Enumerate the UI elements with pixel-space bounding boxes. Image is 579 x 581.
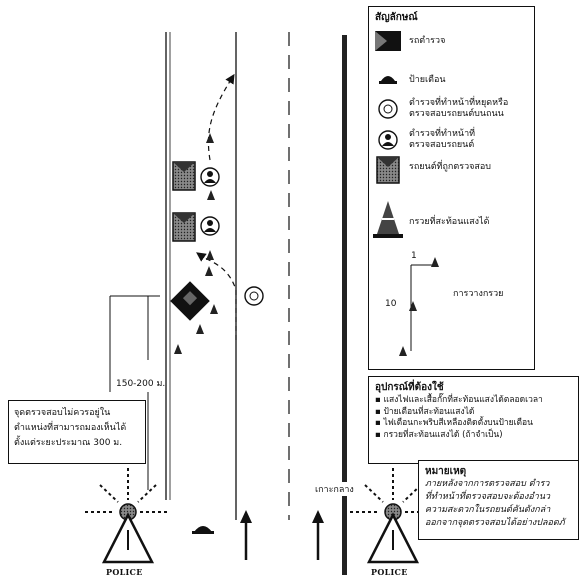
warning-sign-road — [192, 526, 214, 534]
note-line: ภายหลังจากการตรวจสอบ ตำรว — [425, 479, 550, 489]
legend-box: สัญลักษณ์ รถตำรวจ ป้ายเตือน ตำรวจที — [368, 6, 535, 370]
police-label-right: POLICE — [371, 567, 408, 577]
legend-title: สัญลักษณ์ — [375, 12, 418, 23]
legend-label-inspected-car: รถยนต์ที่ถูกตรวจสอบ — [409, 162, 492, 172]
note-line: ที่ทำหน้าที่ตรวจสอบจะต้องอำนว — [425, 492, 551, 502]
note-text: ภายหลังจากการตรวจสอบ ตำรว ที่ทำหน้าที่ตร… — [425, 478, 565, 530]
median-strip — [342, 35, 347, 575]
inspected-car-icon — [376, 156, 400, 184]
checkpoint-note-line: ตำแหน่งที่สามารถมองเห็นได้ — [14, 423, 127, 433]
stop-officer-road — [244, 286, 264, 306]
inspecting-officer-1 — [200, 167, 220, 187]
checkpoint-note-box: จุดตรวจสอบไม่ควรอยู่ใน ตำแหน่งที่สามารถม… — [8, 400, 146, 464]
direction-arrows — [240, 510, 324, 560]
cone-num-mid: 10 — [385, 299, 397, 309]
equipment-list: แสงไฟและเสื้อกั๊กที่สะท้อนแสงได้ตลอดเวลา… — [375, 395, 543, 442]
legend-label-inspecting-officer: ตำรวจที่ทำหน้าที่ ตรวจสอบรถยนต์ — [409, 129, 476, 150]
equipment-box: อุปกรณ์ที่ต้องใช้ แสงไฟและเสื้อกั๊กที่สะ… — [368, 376, 579, 464]
road-cones — [174, 133, 218, 354]
reflective-cone-icon — [373, 201, 403, 238]
equipment-item: ป้ายเตือนที่สะท้อนแสงได้ — [375, 407, 543, 419]
note-title: หมายเหตุ — [425, 466, 467, 477]
legend-label-stop-officer: ตำรวจที่ทำหน้าที่หยุดหรือ ตรวจสอบรถยนต์บ… — [409, 98, 509, 119]
equipment-item: แสงไฟและเสื้อกั๊กที่สะท้อนแสงได้ตลอดเวลา — [375, 395, 542, 407]
police-label-left: POLICE — [106, 567, 143, 577]
police-car-icon — [375, 31, 401, 51]
stop-officer-icon — [378, 99, 398, 119]
distance-dimension — [109, 295, 160, 490]
legend-icons — [373, 31, 403, 238]
legend-label-police-car: รถตำรวจ — [409, 36, 446, 46]
note-line: ออกจากจุดตรวจสอบได้อย่างปลอดภั — [425, 518, 565, 528]
note-line: ความสะดวกในรถยนต์คันดังกล่า — [425, 505, 551, 515]
median-label: เกาะกลาง — [315, 482, 354, 496]
police-car-on-road — [170, 281, 210, 321]
cone-num-top: 1 — [411, 251, 417, 261]
equipment-item: ไฟเตือนกะพริบสีเหลืองติดตั้งบนป้ายเตือน — [375, 418, 543, 430]
equipment-title: อุปกรณ์ที่ต้องใช้ — [375, 382, 444, 393]
checkpoint-note-line: ตั้งแต่ระยะประมาณ 300 ม. — [14, 438, 123, 448]
checkpoint-note-line: จุดตรวจสอบไม่ควรอยู่ใน — [14, 408, 111, 418]
inspected-car-1 — [172, 161, 196, 191]
inspected-car-2 — [172, 212, 196, 242]
legend-label-cone: กรวยที่สะท้อนแสงได้ — [409, 217, 490, 227]
inspecting-officer-icon — [378, 130, 398, 150]
cone-layout-label: การวางกรวย — [453, 289, 504, 299]
note-box: หมายเหตุ ภายหลังจากการตรวจสอบ ตำรว ที่ทำ… — [418, 460, 579, 540]
equipment-item: กรวยที่สะท้อนแสงได้ (ถ้าจำเป็น) — [375, 430, 543, 442]
vehicle-path-top — [207, 73, 235, 161]
cone-layout-diagram — [399, 257, 439, 356]
inspecting-officer-2 — [200, 216, 220, 236]
legend-label-warning-sign: ป้ายเตือน — [409, 75, 446, 85]
warning-sign-icon — [379, 76, 397, 84]
distance-label: 150-200 ม. — [116, 376, 166, 390]
police-beacon-right — [350, 468, 422, 513]
